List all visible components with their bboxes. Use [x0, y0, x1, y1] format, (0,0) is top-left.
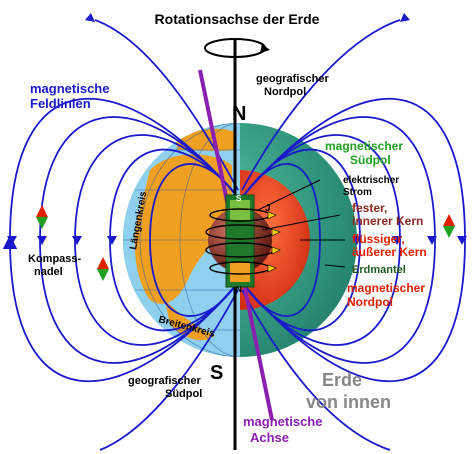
mag-south-label-2: Südpol — [350, 153, 391, 167]
geo-north-label-2: Nordpol — [264, 86, 306, 98]
earth-inside-label-2: von innen — [306, 392, 391, 412]
geo-north-label-1: geografischer — [256, 73, 329, 85]
outer-core-label-1: flüssiger, — [352, 232, 405, 246]
axis-title: Rotationsachse der Erde — [155, 11, 320, 27]
field-line — [241, 19, 401, 191]
continent-america — [134, 154, 232, 304]
coil-bottom-letter: N — [236, 285, 242, 294]
current-label-1: elektrischer — [343, 175, 399, 186]
field-line — [241, 289, 391, 451]
continent-north — [175, 128, 235, 151]
inner-core-label-1: fester, — [352, 201, 387, 215]
field-arrows — [7, 13, 467, 245]
field-line — [243, 148, 361, 332]
compass-needle-center — [97, 257, 109, 281]
field-line — [243, 116, 436, 364]
south-letter: S — [210, 362, 223, 384]
outer-core-label-2: äußerer Kern — [352, 245, 427, 259]
mag-south-label-1: magnetischer — [325, 139, 403, 153]
rotation-arrowhead-icon — [260, 44, 270, 53]
current-letter: J — [265, 203, 271, 214]
compass-label-1: Kompass- — [28, 253, 82, 265]
compass-needle-right — [443, 214, 455, 238]
field-line — [243, 97, 466, 383]
field-line — [99, 289, 239, 451]
coil-top-letter: S — [236, 194, 242, 203]
earth-inside-label-1: Erde — [322, 370, 362, 390]
geo-south-label-2: Südpol — [165, 388, 202, 400]
dipole-coil — [205, 194, 281, 288]
compass-label-2: nadel — [34, 266, 63, 278]
mag-north-label-1: magnetischer — [347, 281, 425, 295]
mag-axis-label-2: Achse — [250, 430, 289, 445]
north-letter: N — [232, 103, 246, 125]
mag-north-label-2: Nordpol — [347, 295, 393, 309]
leader-lines — [257, 179, 346, 268]
field-line — [94, 19, 239, 191]
field-line — [149, 163, 237, 317]
field-lines-label-2: Feldlinien — [30, 96, 91, 111]
mag-axis-label-1: magnetische — [243, 414, 322, 429]
field-lines-label-1: magnetische — [30, 81, 109, 96]
geo-south-label-1: geografischer — [128, 375, 201, 387]
current-label-2: Strom — [343, 187, 372, 198]
field-line — [243, 134, 401, 346]
mantle-label: Erdmantel — [352, 264, 406, 276]
compass-needle-left — [36, 205, 48, 229]
outer-core — [240, 170, 310, 310]
inner-core-label-2: innerer Kern — [352, 214, 423, 228]
field-lines — [2, 19, 466, 451]
